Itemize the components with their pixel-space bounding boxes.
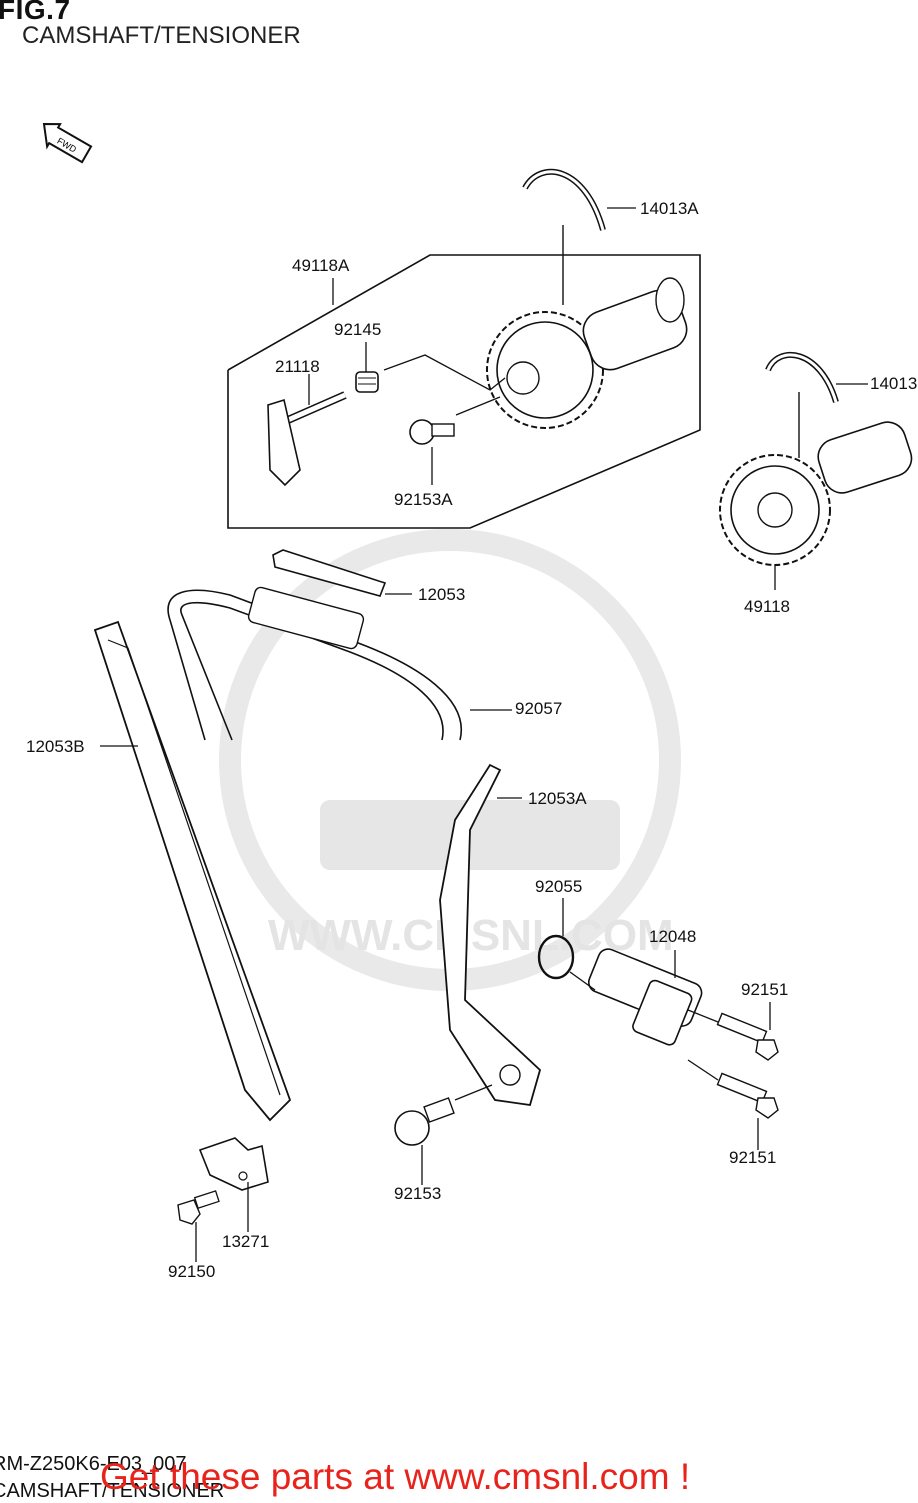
camshaft-sprocket-a bbox=[486, 277, 688, 429]
part-label-49118[interactable]: 49118 bbox=[744, 597, 791, 616]
part-label-92145[interactable]: 92145 bbox=[334, 320, 382, 339]
model-code: RM-Z250K6-E03_007 bbox=[0, 1453, 187, 1475]
part-label-92151-upper[interactable]: 92151 bbox=[741, 980, 789, 999]
decompressor-shaft bbox=[267, 391, 347, 487]
part-label-13271[interactable]: 13271 bbox=[222, 1232, 270, 1251]
part-label-12053a[interactable]: 12053A bbox=[528, 789, 587, 808]
footer-caption: CAMSHAFT/TENSIONER bbox=[0, 1480, 225, 1502]
tensioner-guide-pivot-bolt bbox=[394, 1097, 455, 1146]
camshaft-sprocket-b bbox=[719, 421, 913, 566]
plate-bolt bbox=[177, 1190, 220, 1225]
chain-tensioner-guide bbox=[439, 763, 542, 1107]
part-label-12053[interactable]: 12053 bbox=[418, 585, 466, 604]
sprocket-bolt-92153a bbox=[409, 419, 455, 445]
part-label-12053b[interactable]: 12053B bbox=[26, 737, 85, 756]
part-label-92057[interactable]: 92057 bbox=[515, 699, 563, 718]
part-label-92151-lower[interactable]: 92151 bbox=[729, 1148, 777, 1167]
cam-chain bbox=[167, 586, 463, 741]
cam-chain-tensioner bbox=[587, 948, 703, 1046]
tensioner-o-ring bbox=[537, 934, 575, 980]
guide-stopper-plate bbox=[198, 1137, 269, 1191]
figure-title: CAMSHAFT/TENSIONER bbox=[22, 22, 301, 49]
part-label-92055[interactable]: 92055 bbox=[535, 877, 583, 896]
tensioner-bolt-upper bbox=[716, 1012, 779, 1061]
decompressor-spring bbox=[355, 371, 379, 393]
camshaft-assembly-outline bbox=[227, 254, 701, 529]
part-label-92153a[interactable]: 92153A bbox=[394, 490, 453, 509]
part-label-14013a[interactable]: 14013A bbox=[640, 199, 699, 218]
shop-link[interactable]: Get these parts at www.cmsnl.com ! bbox=[100, 1456, 691, 1497]
part-label-92150[interactable]: 92150 bbox=[168, 1262, 216, 1281]
part-label-92153[interactable]: 92153 bbox=[394, 1184, 442, 1203]
chain-guide-top bbox=[272, 549, 387, 597]
part-label-21118[interactable]: 21118 bbox=[275, 357, 320, 376]
tensioner-bolt-lower bbox=[716, 1072, 779, 1119]
part-label-14013[interactable]: 14013 bbox=[870, 374, 918, 393]
figure-number: FIG.7 bbox=[0, 0, 71, 25]
part-label-12048[interactable]: 12048 bbox=[649, 927, 697, 946]
part-label-49118a[interactable]: 49118A bbox=[292, 256, 350, 275]
chain-guide-rear bbox=[93, 620, 292, 1122]
fwd-arrow-icon: FWD bbox=[42, 122, 93, 164]
